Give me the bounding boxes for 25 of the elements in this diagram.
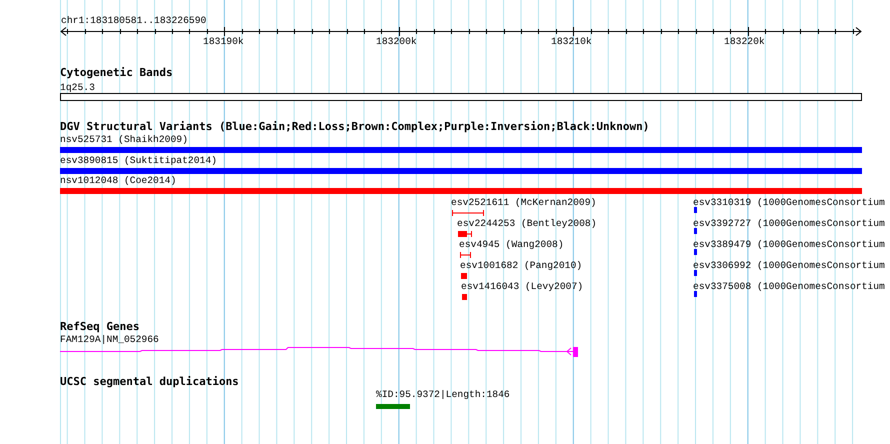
variant-label: esv3890815 (Suktitipat2014): [60, 155, 217, 166]
track-title: UCSC segmental duplications: [60, 376, 239, 388]
variant-label: esv1001682 (Pang2010): [460, 260, 582, 271]
tick-label: 183210k: [551, 36, 592, 47]
variant-label: esv3375008 (1000GenomesConsortium: [693, 281, 885, 292]
variant-label: esv3310319 (1000GenomesConsortium: [693, 197, 885, 208]
variant-label: nsv1012048 (Coe2014): [60, 175, 176, 186]
gene-label: FAM129A|NM_052966: [60, 334, 159, 345]
variant-label: esv2244253 (Bentley2008): [457, 218, 597, 229]
tick-label: 183190k: [203, 36, 244, 47]
variant-label: esv3392727 (1000GenomesConsortium: [693, 218, 885, 229]
track-title: Cytogenetic Bands: [60, 67, 173, 79]
variant-label: esv3389479 (1000GenomesConsortium: [693, 239, 885, 250]
band-label: 1q25.3: [60, 82, 95, 93]
tick-label: 183220k: [724, 36, 765, 47]
track-title: RefSeq Genes: [60, 321, 140, 333]
tick-label: 183200k: [376, 36, 417, 47]
variant-label: esv1416043 (Levy2007): [461, 281, 584, 292]
variant-label: esv2521611 (McKernan2009): [451, 197, 596, 208]
variant-label: esv3306992 (1000GenomesConsortium: [693, 260, 885, 271]
variant-label: esv4945 (Wang2008): [459, 239, 564, 250]
track-title: DGV Structural Variants (Blue:Gain;Red:Loss;Brown:Complex;Purple:Inversion;Black:Unknown): [60, 121, 650, 133]
variant-label: nsv525731 (Shaikh2009): [60, 134, 188, 145]
coordinate-label: chr1:183180581..183226590: [61, 15, 206, 26]
duplication-label: %ID:95.9372|Length:1846: [376, 389, 510, 400]
